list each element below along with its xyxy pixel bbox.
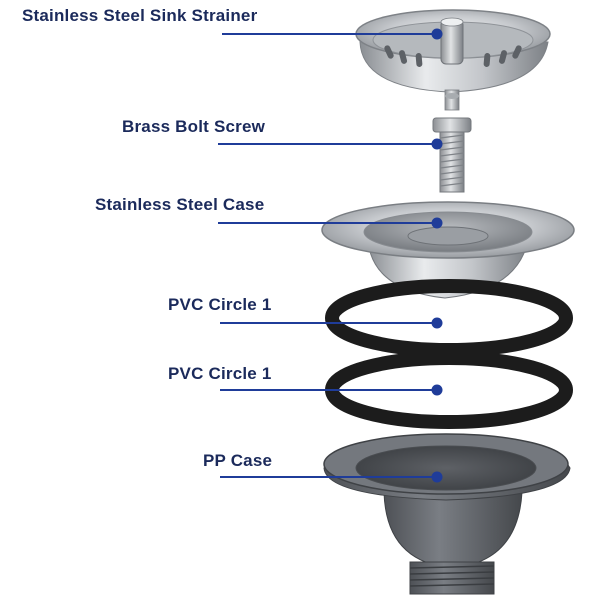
- label-strainer: Stainless Steel Sink Strainer: [22, 6, 258, 25]
- leader-lines: [218, 33, 436, 478]
- markers: [431, 28, 443, 483]
- sink-strainer: [355, 9, 551, 93]
- label-pp-case: PP Case: [203, 451, 273, 470]
- marker-pvc2: [431, 384, 443, 396]
- marker-case: [431, 217, 443, 229]
- pvc-gasket-1: [325, 279, 573, 357]
- marker-pvc1: [431, 317, 443, 329]
- bolt-screw: [432, 117, 472, 193]
- label-pvc-circle-2: PVC Circle 1: [168, 364, 272, 383]
- label-case: Stainless Steel Case: [95, 195, 265, 214]
- label-pvc-circle-1: PVC Circle 1: [168, 295, 272, 314]
- pp-case: [323, 433, 571, 595]
- marker-pp: [431, 471, 443, 483]
- marker-bolt: [431, 138, 443, 150]
- label-bolt: Brass Bolt Screw: [122, 117, 266, 136]
- marker-strainer: [431, 28, 443, 40]
